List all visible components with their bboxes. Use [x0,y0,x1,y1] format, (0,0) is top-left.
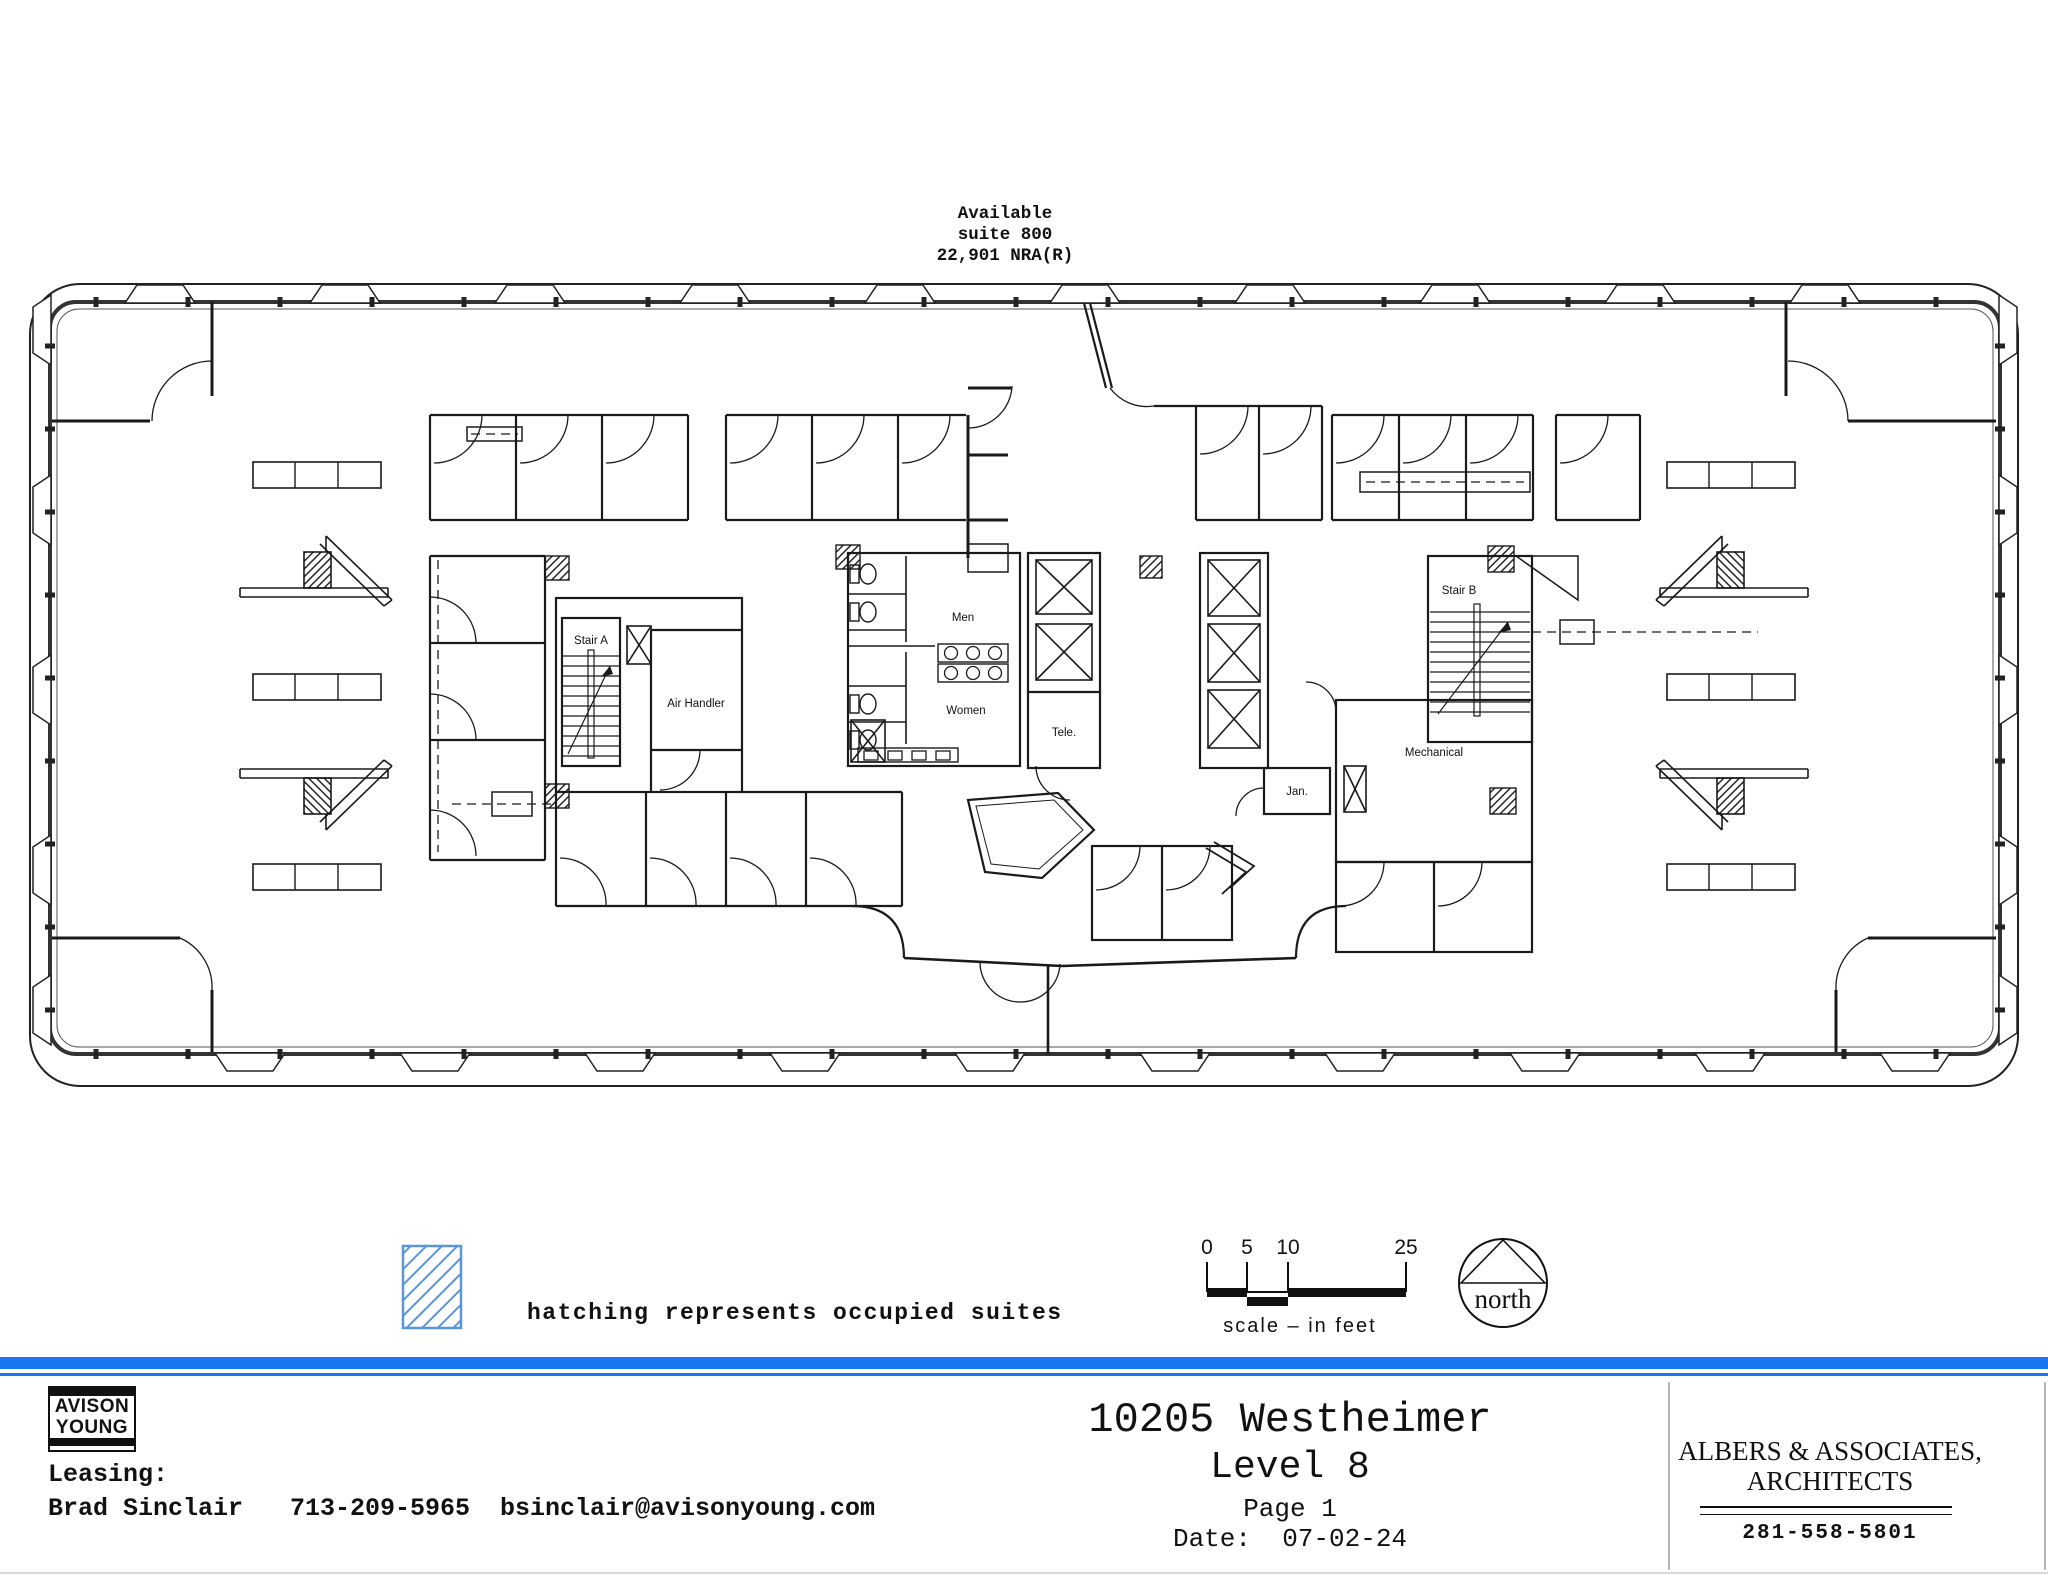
leasing-label: Leasing: [48,1460,169,1489]
agent-email: bsinclair@avisonyoung.com [500,1494,876,1523]
scale-caption: scale – in feet [1223,1315,1376,1337]
avison-young-logo: AVISON YOUNG [48,1386,136,1452]
sheet-right-edge [2044,1382,2046,1570]
availability-line1: Available [957,204,1053,224]
logo-bottom-bar [50,1438,134,1446]
corridor-dashed-lines [437,433,1758,852]
legend-text: hatching represents occupied suites [527,1300,1063,1326]
scale-tick-5: 5 [1241,1236,1253,1259]
elevator-shafts [626,559,1367,813]
label-women: Women [946,705,985,717]
scale-bar: 0 5 10 25 scale – in feet [1201,1236,1418,1337]
logo-line2: YOUNG [55,1417,129,1438]
date-value: 07-02-24 [1282,1524,1408,1554]
plan-labels: Stair A Air Handler Men Women Tele. Jan.… [574,585,1477,798]
availability-suite: suite 800 [957,225,1053,245]
stair-treads [563,611,1530,757]
sheet-address: 10205 Westheimer [1088,1396,1492,1444]
sheet-date: Date: 07-02-24 [1020,1524,1560,1554]
structural-columns [544,544,1517,815]
sheet-page: Page 1 [1243,1494,1337,1524]
north-label: north [1475,1284,1532,1314]
north-arrow: north [1458,1238,1548,1328]
mullion-ticks [45,297,2005,1059]
door-swings [151,360,1869,1003]
logo-top-bar [50,1388,134,1396]
architect-rule [1700,1506,1952,1515]
label-men: Men [952,612,974,624]
label-tele: Tele. [1052,727,1076,739]
sheet-level: Level 8 [1210,1446,1370,1489]
stair-arrowheads [601,622,1511,677]
scale-tick-25: 25 [1394,1236,1417,1259]
agent-phone: 713-209-5965 [290,1494,471,1523]
availability-annotation: Available suite 800 22,901 NRA(R) [850,204,1160,267]
architect-name-line2: ARCHITECTS [1746,1466,1914,1496]
sheet-bottom-edge [0,1572,2048,1574]
legend-hatch-swatch [401,1244,463,1330]
label-stair-b: Stair B [1442,585,1477,597]
label-mechanical: Mechanical [1405,747,1463,759]
label-jan: Jan. [1286,786,1308,798]
availability-area: 22,901 NRA(R) [936,246,1074,266]
scale-tick-0: 0 [1201,1236,1213,1259]
scale-tick-10: 10 [1276,1236,1299,1259]
label-stair-a: Stair A [574,635,608,647]
window-bays [32,284,2018,1072]
building-outline [29,283,2019,1087]
separator-band [0,1357,2048,1369]
architect-name-line1: ALBERS & ASSOCIATES, [1678,1436,1982,1466]
titleblock-divider [1668,1382,1670,1570]
architect-phone: 281-558-5801 [1742,1522,1918,1545]
window-wall-inner [56,308,1994,1048]
separator-line [0,1373,2048,1376]
logo-line1: AVISON [54,1396,130,1417]
agent-name: Brad Sinclair [48,1494,244,1523]
date-label: Date: [1172,1524,1251,1554]
north-triangle [1459,1238,1547,1284]
label-air-handler: Air Handler [667,698,725,710]
restroom-fixtures [863,645,1003,761]
